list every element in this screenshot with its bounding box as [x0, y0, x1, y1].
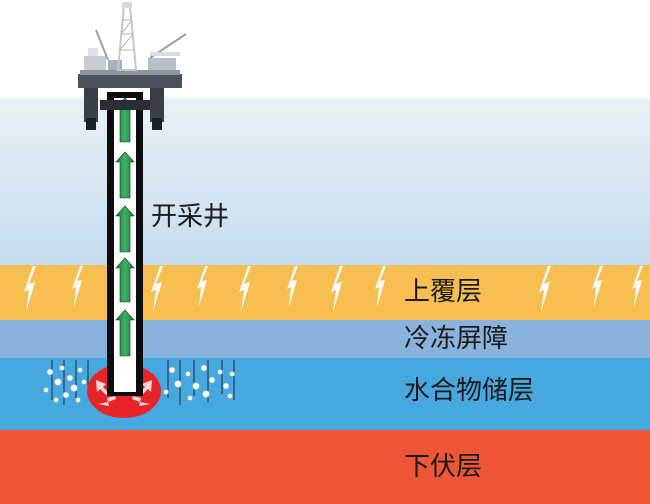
gas-bubble-icon: [43, 360, 89, 405]
frozen-barrier-layer: [0, 320, 650, 358]
cap-layer-fractures: [24, 266, 643, 312]
hydrate-reservoir-label: 水合物储层: [404, 376, 535, 406]
gas-bubble-icon: [163, 360, 235, 405]
offshore-drilling-platform-icon: [78, 2, 187, 130]
underlying-layer: [0, 430, 650, 504]
underlying-layer-label: 下伏层: [404, 452, 483, 482]
cap-layer: [0, 265, 650, 320]
frozen-barrier-label: 冷冻屏障: [404, 324, 509, 354]
cap-layer-label: 上覆层: [404, 277, 483, 307]
well-label: 开采井: [151, 202, 230, 232]
seawater: [0, 98, 650, 265]
